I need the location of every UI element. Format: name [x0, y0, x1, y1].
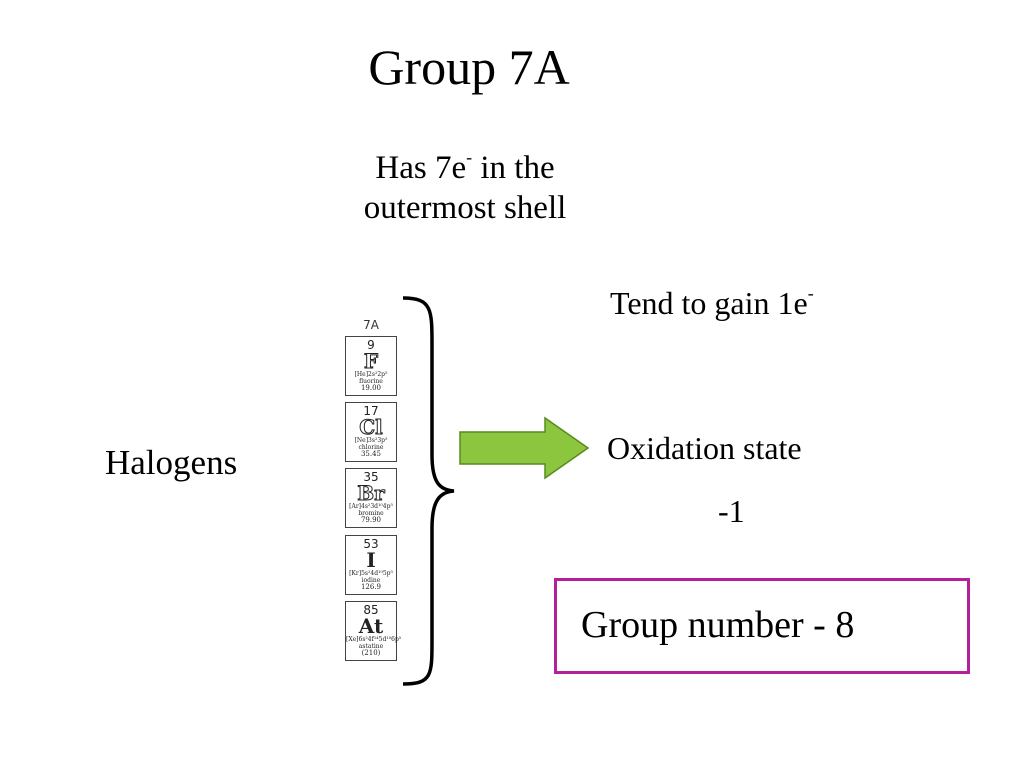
atomic-mass: 126.9	[360, 583, 382, 591]
element-name: bromine	[358, 510, 384, 517]
atomic-mass: (210)	[361, 649, 381, 657]
oxidation-state-value: -1	[718, 493, 745, 529]
electron-configuration: [Ar]4s²3d¹⁰4p⁵	[349, 503, 393, 510]
element-name: chlorine	[358, 444, 384, 451]
electron-configuration: [He]2s²2p⁵	[354, 371, 388, 378]
subtitle-line1-post: in the	[472, 150, 555, 186]
element-symbol: Br	[357, 481, 385, 505]
group-number-box	[554, 578, 970, 674]
subtitle-electron-charge: -	[466, 147, 473, 167]
gain-electron-text: Tend to gain 1e-	[610, 283, 814, 322]
gain-text: Tend to gain 1e	[610, 285, 808, 321]
electron-configuration: [Kr]5s²4d¹⁰5p⁵	[349, 570, 393, 577]
element-symbol: At	[358, 614, 384, 638]
family-label: Halogens	[105, 443, 238, 482]
subtitle-line1-pre: Has 7e	[375, 150, 467, 186]
group-column-label: 7A	[363, 318, 379, 332]
element-symbol: Cl	[359, 415, 384, 439]
atomic-mass: 35.45	[360, 450, 382, 458]
right-curly-brace-icon	[402, 296, 455, 686]
element-name: iodine	[361, 577, 381, 584]
oxidation-state-label: Oxidation state	[607, 430, 802, 466]
atomic-number: 35	[363, 470, 379, 484]
subtitle: Has 7e- in the outermost shell	[300, 148, 630, 228]
group-number-text: Group number - 8	[581, 604, 855, 646]
atomic-number: 17	[363, 404, 379, 418]
electron-configuration: [Xe]6s²4f¹⁴5d¹⁰6p⁵	[346, 636, 402, 643]
right-arrow-icon	[459, 416, 590, 480]
slide-title: Group 7A	[368, 39, 570, 95]
element-symbol: F	[363, 349, 379, 373]
atomic-number: 53	[363, 537, 379, 551]
element-name: astatine	[358, 643, 384, 650]
atomic-number: 85	[363, 603, 379, 617]
electron-configuration: [Ne]3s²3p⁵	[354, 437, 388, 444]
atomic-number: 9	[367, 338, 375, 352]
element-name: fluorine	[359, 378, 383, 385]
gain-electron-charge: -	[807, 283, 814, 303]
element-symbol: I	[366, 548, 376, 572]
atomic-mass: 19.00	[360, 384, 382, 392]
subtitle-line2: outermost shell	[363, 190, 567, 226]
atomic-mass: 79.90	[360, 516, 382, 524]
